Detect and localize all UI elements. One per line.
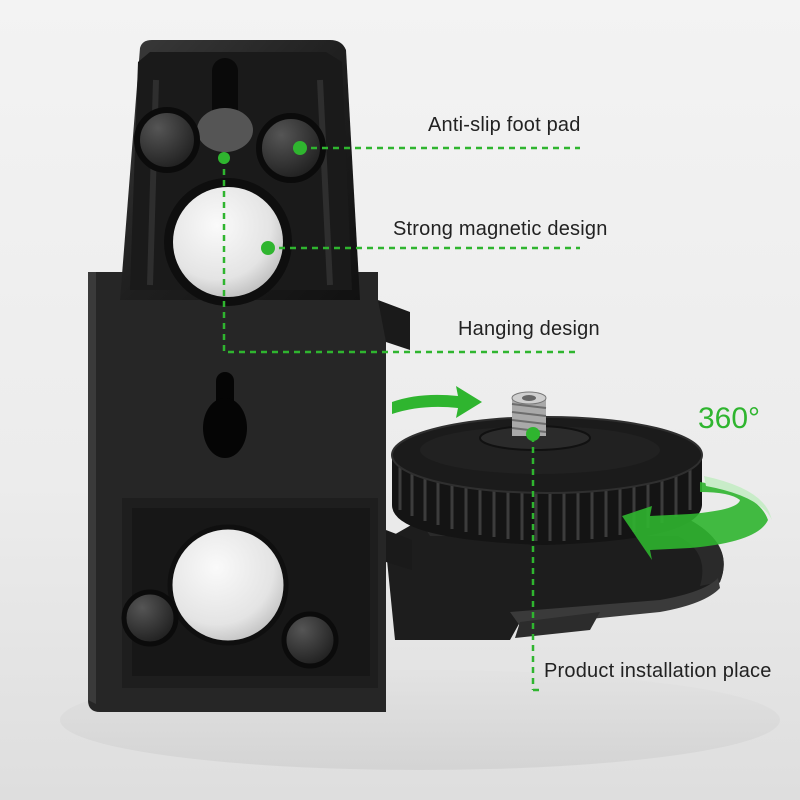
keyhole-slot — [203, 372, 247, 458]
foot-pad — [281, 611, 339, 669]
upper-magnet — [173, 187, 283, 297]
callout-anti-slip: Anti-slip foot pad — [428, 114, 581, 136]
top-hanging-hole — [197, 108, 253, 152]
front-plate — [120, 40, 360, 306]
callout-dot-icon — [218, 141, 540, 441]
lower-magnet — [170, 527, 286, 643]
callout-installation: Product installation place — [544, 660, 772, 682]
rotating-base — [385, 416, 724, 640]
foot-pad — [134, 107, 200, 173]
foot-pad — [121, 589, 179, 647]
rotate-arrow-icon — [392, 386, 772, 560]
rotation-label: 360° — [698, 402, 761, 435]
callout-magnetic: Strong magnetic design — [393, 218, 608, 240]
callout-lines — [222, 146, 580, 692]
callout-hanging: Hanging design — [458, 318, 600, 340]
back-plate — [88, 272, 412, 712]
